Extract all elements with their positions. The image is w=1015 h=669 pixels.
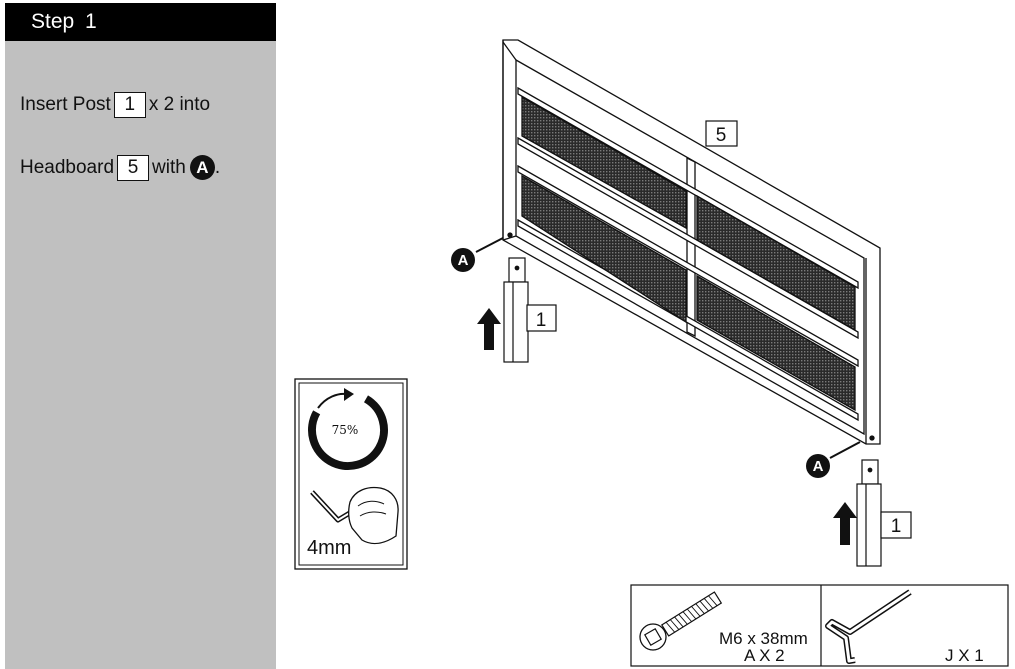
post-right xyxy=(856,459,882,567)
mesh-panel xyxy=(521,174,687,324)
torque-value: 75% xyxy=(332,423,359,437)
bolt-badge-left-text: A xyxy=(458,252,469,269)
mesh-panel xyxy=(696,194,856,332)
post-label-right: 1 xyxy=(891,516,902,537)
step-number: 1 xyxy=(85,10,97,33)
headboard-rail xyxy=(517,218,859,422)
bolt-shaft-icon xyxy=(660,591,723,637)
instruction-text: Insert Post xyxy=(20,94,111,115)
headboard-label-box xyxy=(705,120,738,147)
post-label-left: 1 xyxy=(536,310,547,331)
instruction-text: . xyxy=(214,157,221,178)
up-arrow-left-icon xyxy=(477,308,501,350)
hand-fingers-icon xyxy=(357,500,387,517)
torque-ring-icon xyxy=(308,390,388,470)
instruction-text: x 2 into xyxy=(148,94,211,115)
hardware-badge-icon: A xyxy=(189,155,215,181)
bolt-badge-left-icon xyxy=(451,248,475,272)
mesh-panel xyxy=(696,274,856,412)
step-label: Step xyxy=(31,10,75,33)
headboard-illustration xyxy=(502,39,881,445)
tool-size: 4mm xyxy=(307,537,351,559)
bolt-spec: M6 x 38mm xyxy=(719,629,808,648)
rotation-arrow-icon xyxy=(317,392,347,409)
bolt-hex-socket-icon xyxy=(643,627,663,647)
bolt-badge-right-text: A xyxy=(813,458,824,475)
bolt-badge-right-icon xyxy=(806,454,830,478)
tool-box: 75% 4mm xyxy=(294,378,408,570)
hardware-box: M6 x 38mm A X 2 J X 1 xyxy=(630,584,1009,667)
hardware-box-frame xyxy=(630,584,1009,667)
post-left xyxy=(503,257,529,363)
tool-box-inner xyxy=(298,382,404,566)
frame-edge xyxy=(502,235,517,241)
rotation-arrowhead-icon xyxy=(344,388,354,401)
instruction-text: with xyxy=(152,157,186,178)
bolt-line-left xyxy=(475,237,504,253)
post-label-left-box xyxy=(526,304,557,332)
bolt-line-right xyxy=(829,441,861,459)
post-body xyxy=(856,483,882,567)
post-hole xyxy=(867,467,873,473)
post-label-right-box xyxy=(880,511,912,539)
up-arrow-right-icon xyxy=(833,502,857,545)
wrench-qty: J X 1 xyxy=(945,646,984,665)
bolt-qty: A X 2 xyxy=(744,646,785,665)
bolt-hole xyxy=(869,435,875,441)
post-body xyxy=(503,281,529,363)
frame-edge xyxy=(502,41,517,61)
headboard-rail xyxy=(517,164,859,368)
post-hole xyxy=(514,265,520,271)
headboard-rail xyxy=(517,86,859,290)
part-number-box: 1 xyxy=(113,91,146,118)
instruction-text: Headboard xyxy=(20,157,115,178)
mesh-panel xyxy=(521,95,687,230)
step-header: Step 1 xyxy=(5,3,276,41)
part-number-box: 5 xyxy=(117,154,150,181)
allen-wrench-icon-highlight xyxy=(826,590,911,663)
hand-icon xyxy=(348,486,399,545)
headboard-divider xyxy=(686,156,696,338)
bolt-hole xyxy=(507,232,513,238)
headboard-label: 5 xyxy=(716,125,727,146)
